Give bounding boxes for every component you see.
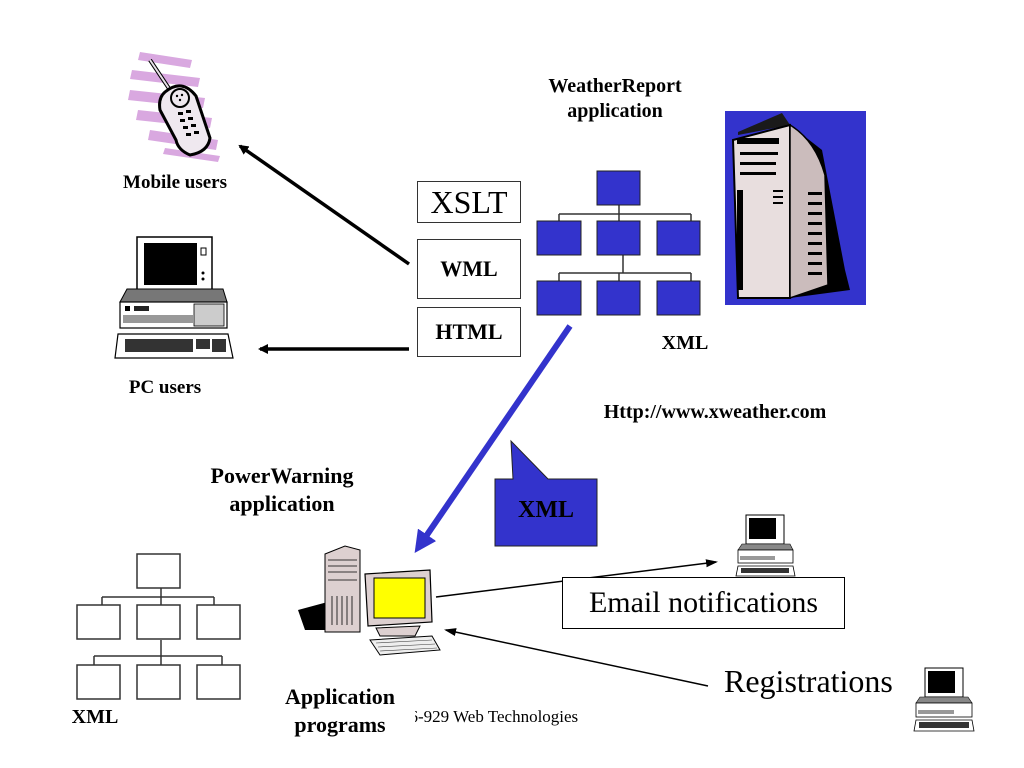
- tree-node: [536, 280, 582, 316]
- pc-users-computer-icon: [114, 236, 234, 359]
- power-workstation-icon: [298, 545, 441, 656]
- pc-users-label: PC users: [128, 377, 202, 398]
- xslt-box: XSLT: [417, 181, 521, 223]
- email-pc-icon: [735, 514, 796, 577]
- mobile-users-label: Mobile users: [123, 172, 227, 193]
- weather-xml-tree-icon: [536, 170, 701, 316]
- tree-node: [136, 604, 181, 640]
- tree-node: [596, 170, 641, 206]
- application-programs-line1: Application: [284, 684, 396, 709]
- application-programs-line2: programs: [294, 712, 386, 737]
- weather-url-label: Http://www.xweather.com: [603, 401, 827, 423]
- tree-node: [196, 664, 241, 700]
- power-warning-title: PowerWarning application: [182, 462, 382, 518]
- weather-report-title: WeatherReport application: [515, 74, 715, 124]
- weather-xml-label: XML: [661, 332, 709, 354]
- tree-node: [656, 280, 701, 316]
- xml-callout-bubble: [494, 439, 598, 547]
- arrow-to-mobile-users: [238, 144, 411, 266]
- tree-node: [536, 220, 582, 256]
- power-warning-title-line1: PowerWarning: [210, 463, 354, 488]
- slide-footer: 46-929 Web Technologies: [410, 707, 640, 727]
- xml-flow-arrow: [414, 324, 573, 553]
- arrow-from-registrations: [444, 628, 709, 687]
- tree-node: [196, 604, 241, 640]
- footer-text: 46-929 Web Technologies: [410, 707, 579, 726]
- email-notifications-box: Email notifications: [562, 577, 845, 629]
- weather-report-title-line2: application: [567, 100, 663, 122]
- tree-node: [136, 664, 181, 700]
- registrations-label: Registrations: [724, 663, 893, 699]
- tree-node: [596, 220, 641, 256]
- mobile-phone-icon: [128, 52, 220, 162]
- registration-pc-icon: [913, 667, 975, 732]
- html-box: HTML: [417, 307, 521, 357]
- tree-node: [76, 604, 121, 640]
- power-xml-tree-icon: [76, 553, 241, 700]
- tree-node: [596, 280, 641, 316]
- tree-node: [76, 664, 121, 700]
- server-tower-icon: [725, 111, 866, 305]
- wml-box: WML: [417, 239, 521, 299]
- xml-callout-label: XML: [518, 497, 574, 523]
- weather-report-title-line1: WeatherReport: [548, 75, 682, 97]
- power-warning-title-line2: application: [229, 491, 335, 516]
- tree-node: [656, 220, 701, 256]
- application-programs-label: Application programs: [265, 683, 415, 739]
- tree-node: [136, 553, 181, 589]
- power-xml-label: XML: [71, 706, 119, 728]
